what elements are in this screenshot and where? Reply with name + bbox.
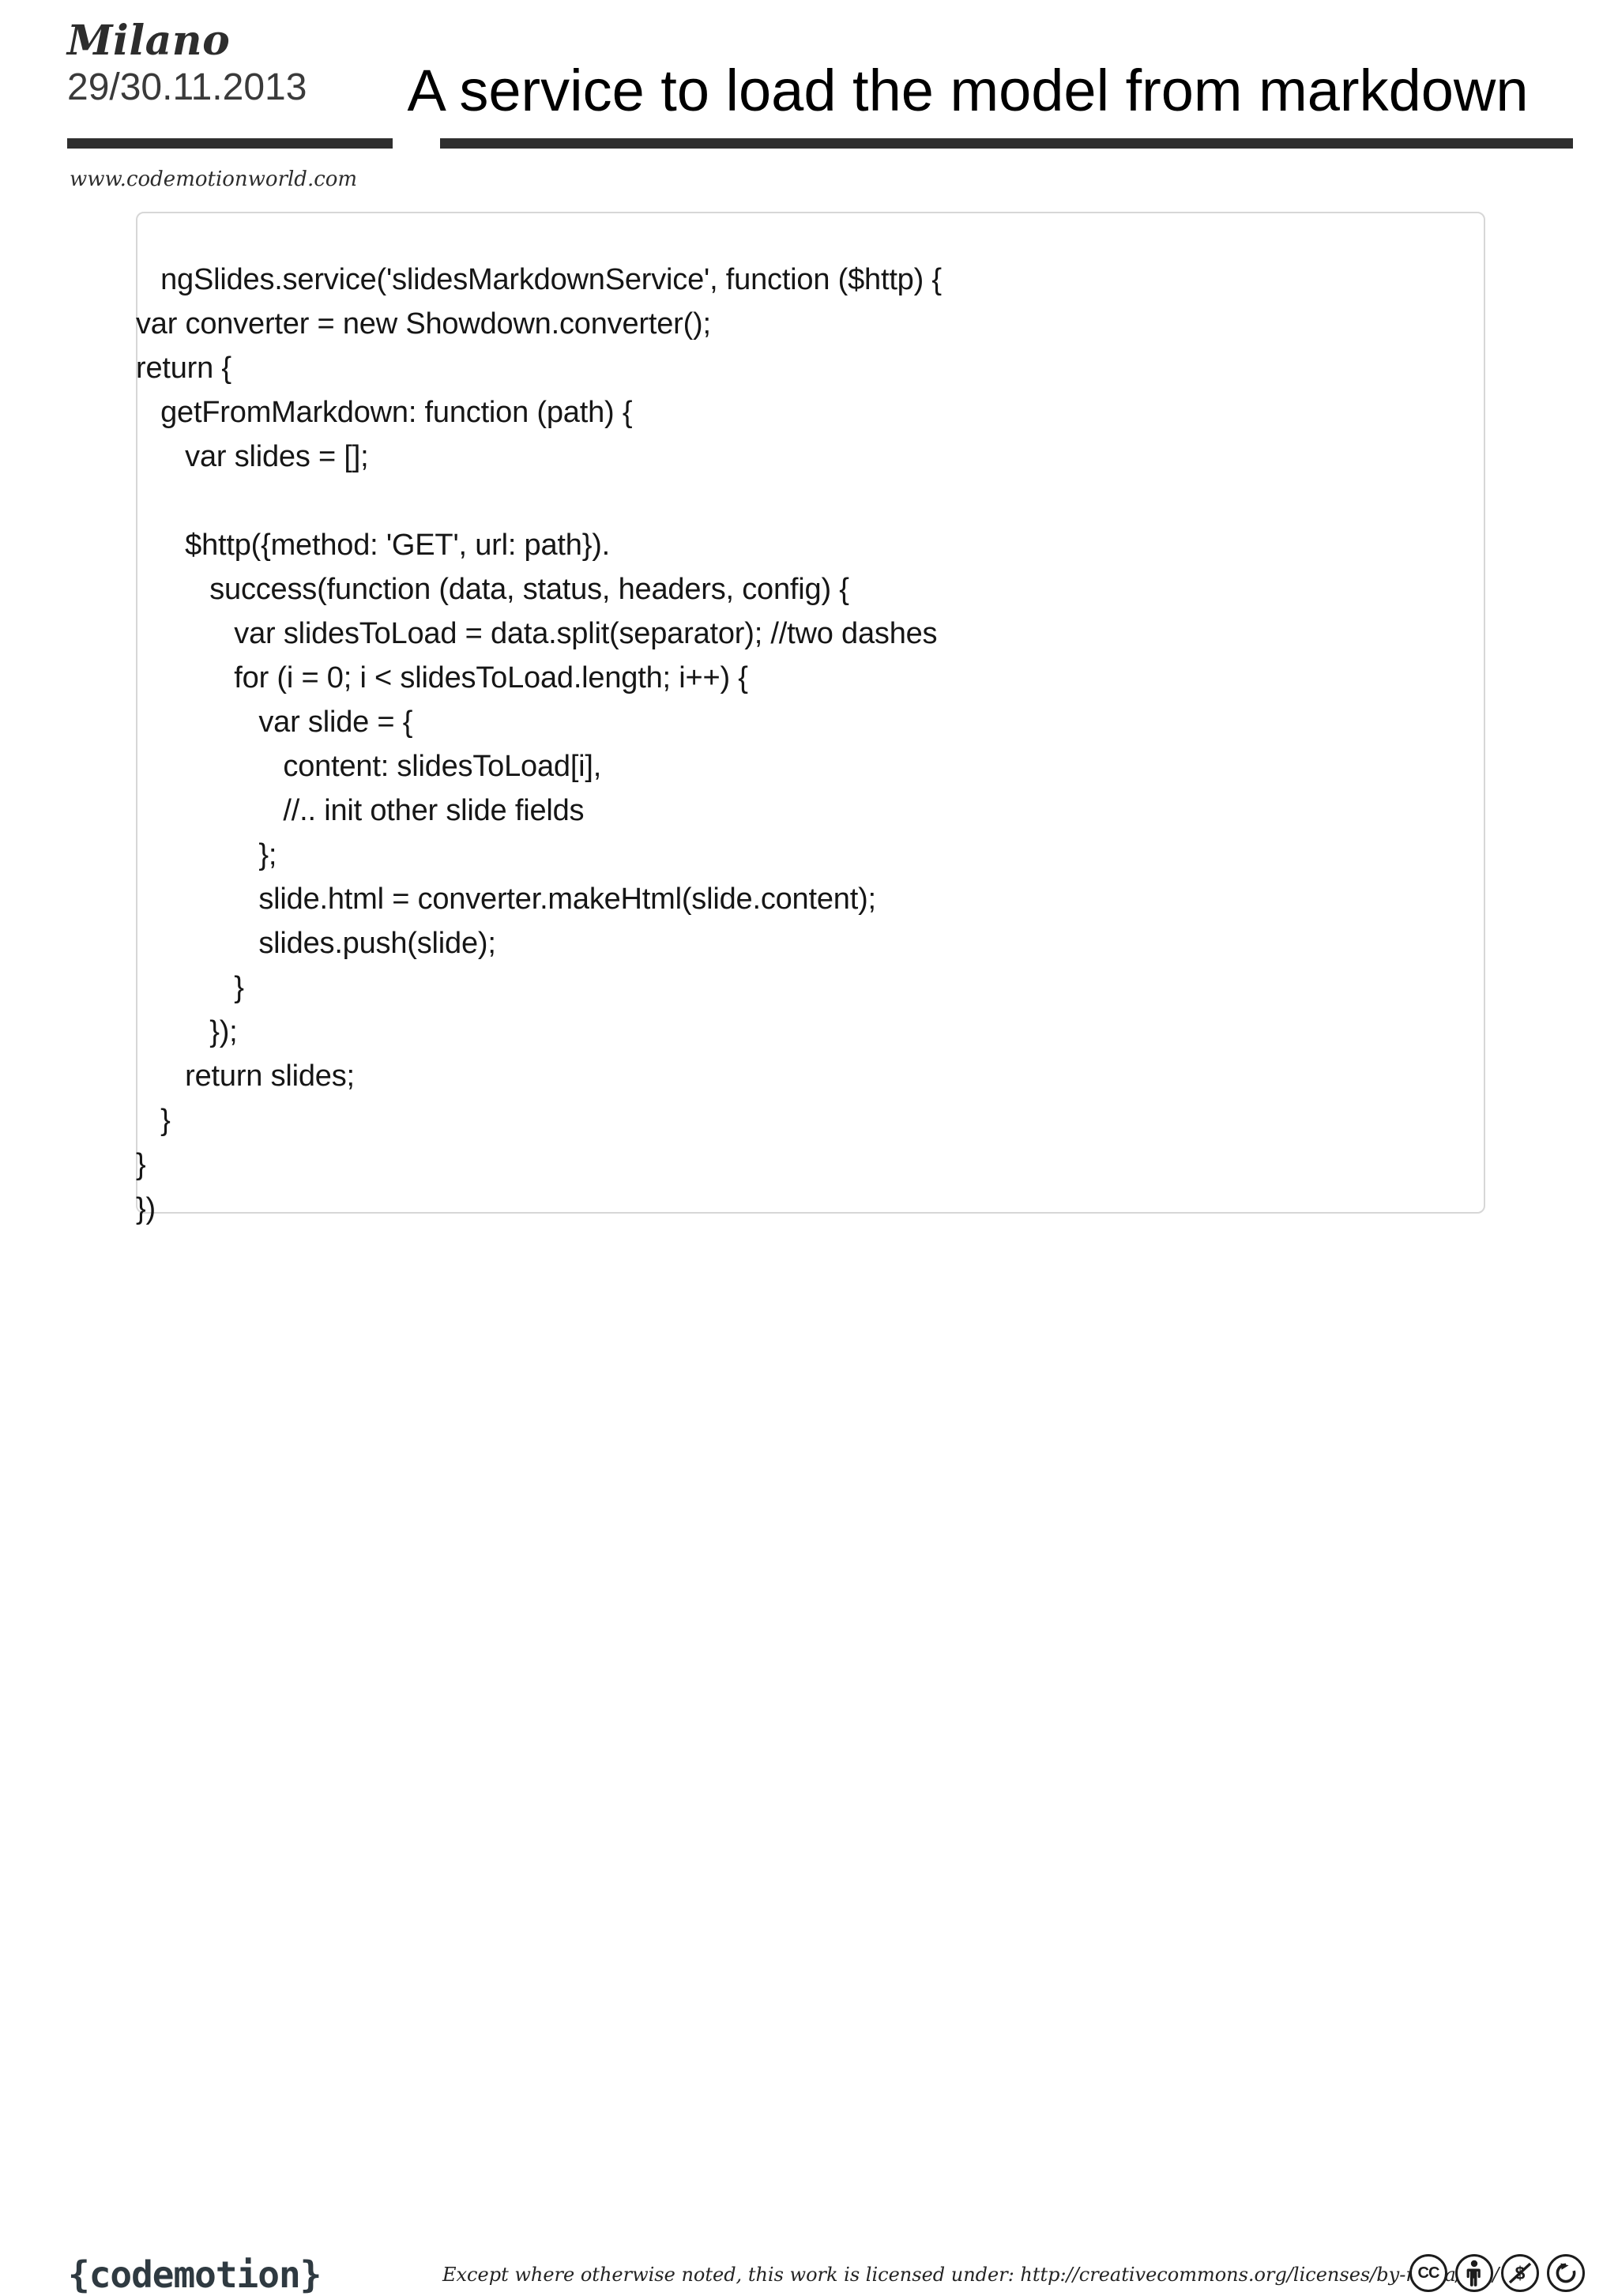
code-line: ngSlides.service('slidesMarkdownService'… — [136, 263, 942, 296]
code-line: slide.html = converter.makeHtml(slide.co… — [136, 883, 876, 916]
creative-commons-badges: CC $ — [1409, 2254, 1585, 2292]
code-line: content: slidesToLoad[i], — [136, 750, 602, 783]
cc-nc-icon: $ — [1501, 2254, 1539, 2292]
code-line: }; — [136, 838, 277, 871]
code-line: } — [136, 1104, 171, 1137]
code-card — [136, 212, 1485, 1214]
code-line: }) — [136, 1192, 156, 1225]
cc-icon-label: CC — [1417, 2264, 1440, 2282]
code-line: success(function (data, status, headers,… — [136, 573, 849, 606]
footer: {codemotion} Except where otherwise note… — [0, 1126, 1618, 2296]
code-line: getFromMarkdown: function (path) { — [136, 396, 633, 429]
brand-url-label: www.codemotionworld.com — [70, 167, 358, 191]
header-rule-right — [440, 138, 1573, 149]
brand-city-label: Milano — [67, 17, 231, 65]
code-line: slides.push(slide); — [136, 927, 496, 960]
code-line: //.. init other slide fields — [136, 794, 585, 827]
code-line: return { — [136, 352, 231, 385]
code-line: return slides; — [136, 1060, 355, 1093]
code-line: var converter = new Showdown.converter()… — [136, 307, 711, 341]
cc-by-icon — [1455, 2254, 1493, 2292]
code-line: $http({method: 'GET', url: path}). — [136, 529, 611, 562]
code-line: for (i = 0; i < slidesToLoad.length; i++… — [136, 661, 748, 694]
code-line: var slide = { — [136, 706, 413, 739]
code-line: }); — [136, 1015, 238, 1048]
code-line: } — [136, 1148, 146, 1181]
code-line: var slides = []; — [136, 440, 369, 473]
code-line: } — [136, 971, 244, 1004]
event-brand-block: Milano 29/30.11.2013 — [67, 21, 407, 107]
cc-sa-icon — [1547, 2254, 1585, 2292]
brand-date-label: 29/30.11.2013 — [67, 66, 307, 108]
page-title: A service to load the model from markdow… — [407, 57, 1529, 123]
codemotion-logo: {codemotion} — [68, 2253, 322, 2296]
cc-icon: CC — [1409, 2254, 1447, 2292]
code-block: ngSlides.service('slidesMarkdownService'… — [136, 258, 1526, 1231]
license-notice: Except where otherwise noted, this work … — [442, 2264, 1499, 2286]
header-rule-left — [67, 138, 393, 149]
code-line: var slidesToLoad = data.split(separator)… — [136, 617, 938, 650]
code-line — [136, 479, 1526, 523]
